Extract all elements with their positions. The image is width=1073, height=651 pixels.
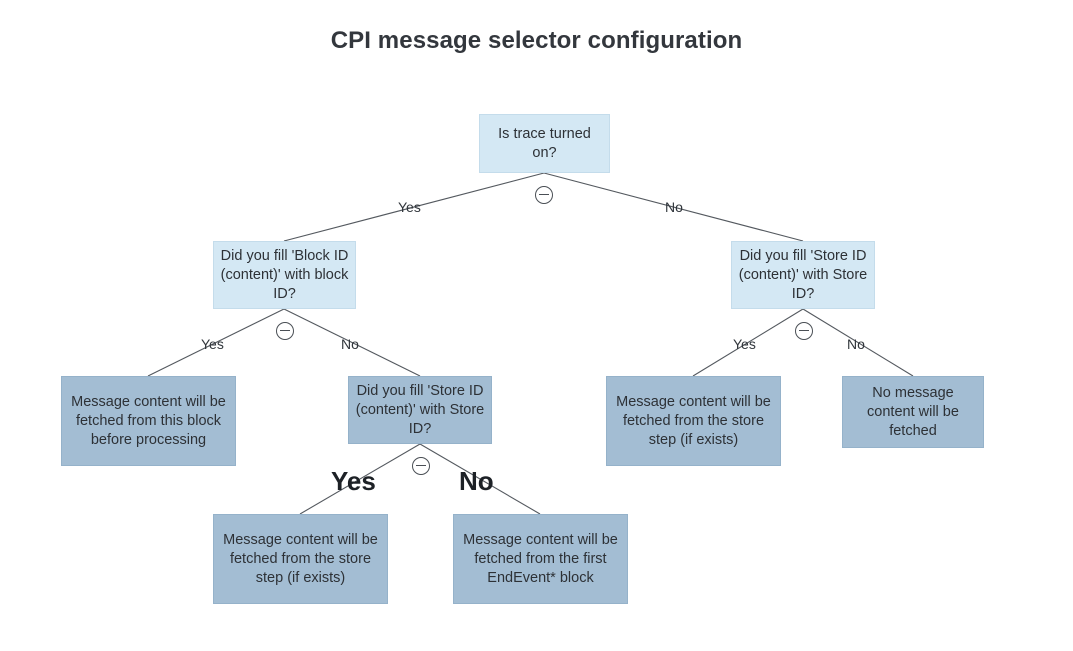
edge-label-yes-2: Yes [201,336,224,352]
tree-node-label: Is trace turned on? [498,125,591,161]
tree-node-n8[interactable]: Message content will be fetched from the… [453,514,628,604]
tree-node-label: Message content will be fetched from the… [223,531,378,586]
edge-label-yes-0: Yes [398,199,421,215]
page-title: CPI message selector configuration [330,27,743,54]
minus-circle-icon[interactable] [795,322,813,340]
edge-label-no-3: No [341,336,359,352]
edge-label-no-1: No [665,199,683,215]
edge-label-no-7: No [459,466,494,496]
minus-circle-icon[interactable] [535,186,553,204]
minus-circle-icon[interactable] [276,322,294,340]
tree-node-n5[interactable]: Message content will be fetched from the… [606,376,781,466]
tree-node-n6[interactable]: No message content will be fetched [842,376,984,448]
tree-node-n2[interactable]: Did you fill 'Store ID (content)' with S… [731,241,875,309]
tree-node-n4[interactable]: Did you fill 'Store ID (content)' with S… [348,376,492,444]
edge-label-yes-4: Yes [733,336,756,352]
tree-node-n7[interactable]: Message content will be fetched from the… [213,514,388,604]
tree-node-n3[interactable]: Message content will be fetched from thi… [61,376,236,466]
tree-node-label: No message content will be fetched [867,384,959,439]
tree-node-label: Did you fill 'Block ID (content)' with b… [220,247,349,302]
tree-node-n0[interactable]: Is trace turned on? [479,114,610,173]
tree-node-label: Did you fill 'Store ID (content)' with S… [355,382,485,437]
tree-node-label: Message content will be fetched from the… [463,531,618,586]
edge-label-yes-6: Yes [331,466,376,496]
tree-node-label: Message content will be fetched from the… [616,393,771,448]
edge-label-no-5: No [847,336,865,352]
tree-node-n1[interactable]: Did you fill 'Block ID (content)' with b… [213,241,356,309]
tree-node-label: Did you fill 'Store ID (content)' with S… [738,247,868,302]
minus-circle-icon[interactable] [412,457,430,475]
tree-node-label: Message content will be fetched from thi… [71,393,226,448]
